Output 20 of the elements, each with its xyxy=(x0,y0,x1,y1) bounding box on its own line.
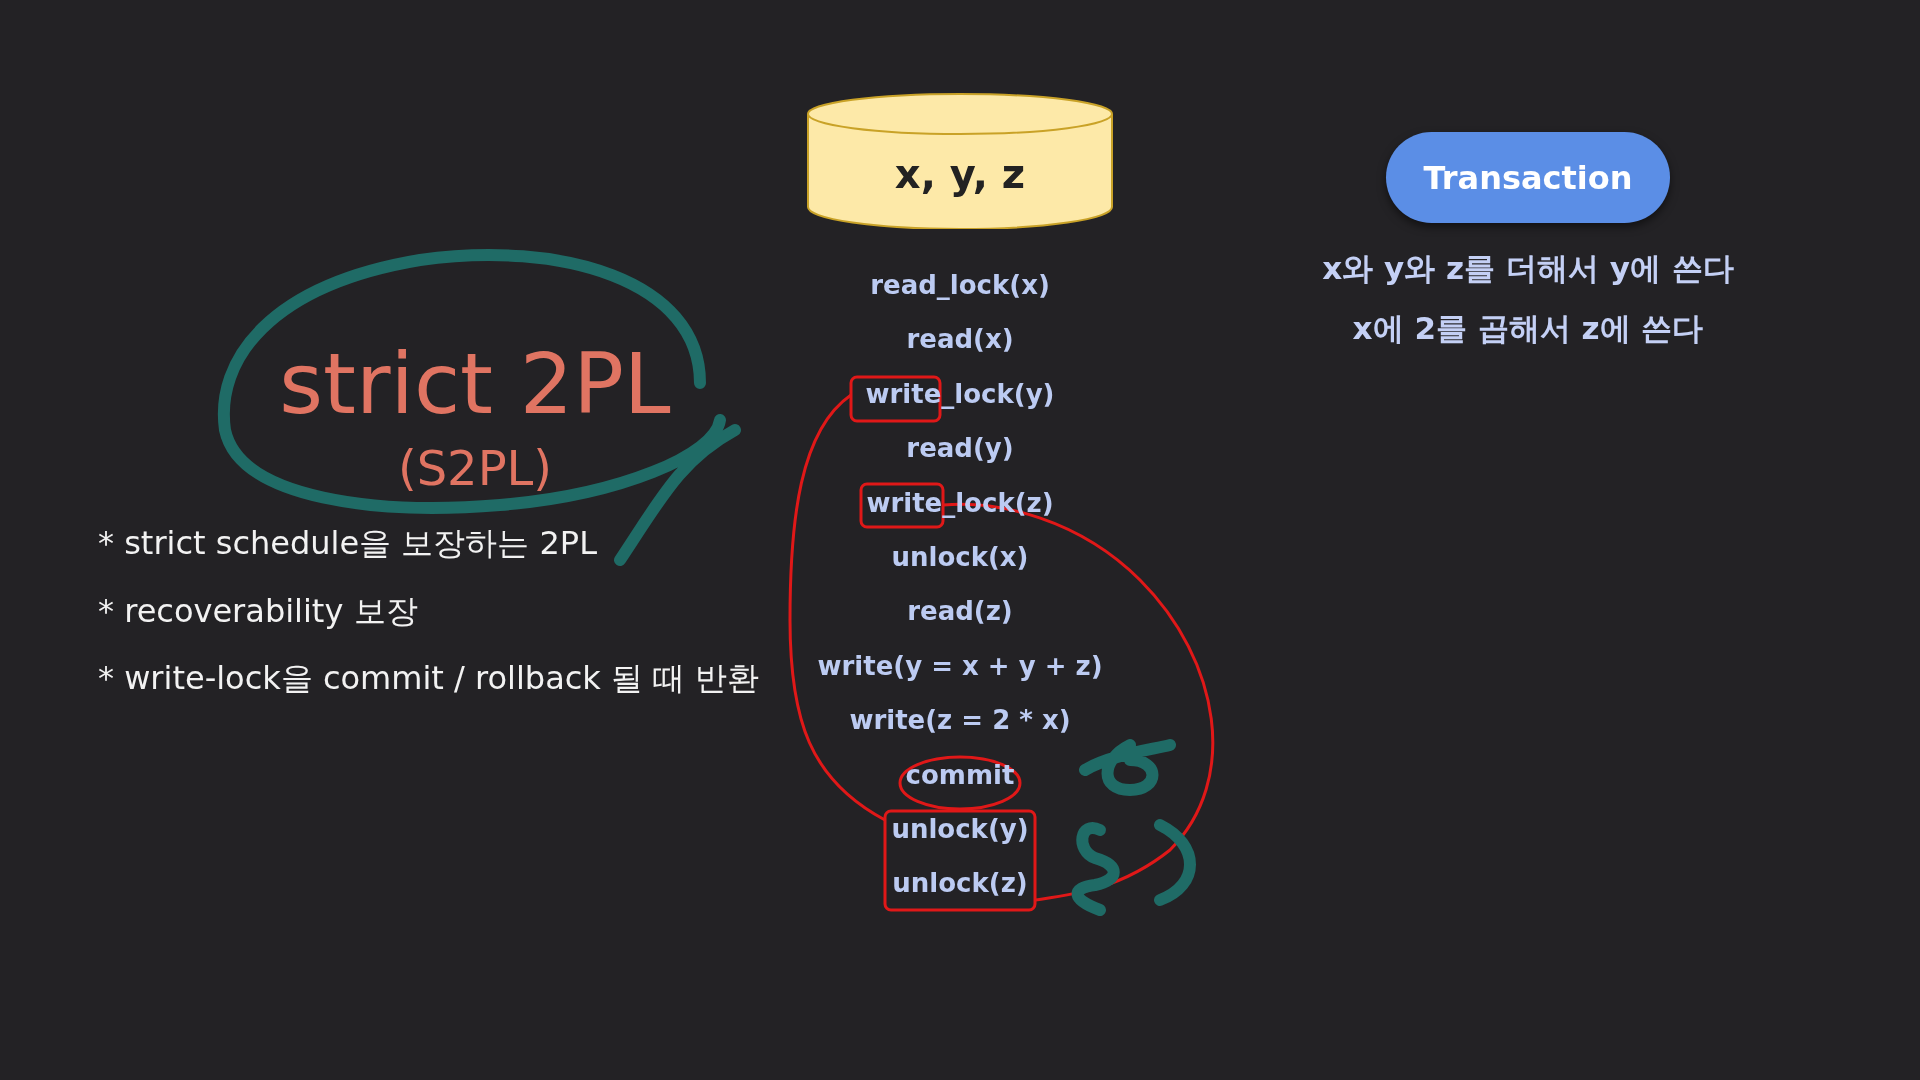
database-cylinder xyxy=(806,92,1114,229)
operation-text: unlock(z) xyxy=(891,868,1029,899)
bullet-text: * strict schedule을 보장하는 2PL xyxy=(98,523,597,564)
description-text: x와 y와 z를 더해서 y에 쓴다 xyxy=(1321,249,1735,288)
transaction-label: Transaction xyxy=(1422,158,1634,197)
operation-text: write(y = x + y + z) xyxy=(816,650,1104,681)
operation-text: unlock(x) xyxy=(890,542,1030,572)
variable-label: x, y, z xyxy=(893,151,1027,198)
title-text: strict 2PL xyxy=(278,335,672,433)
operation-text: write(z = 2 * x) xyxy=(848,705,1072,736)
bullet-text: * write-lock을 commit / rollback 될 때 반환 xyxy=(98,658,760,699)
subtitle-text: (S2PL) xyxy=(396,440,554,496)
description-text: x에 2를 곱해서 z에 쓴다 xyxy=(1351,309,1705,348)
operation-text: read(x) xyxy=(905,324,1015,355)
bullet-text: * recoverability 보장 xyxy=(98,591,418,632)
operation-text: unlock(y) xyxy=(890,814,1030,844)
operation-text: read(z) xyxy=(906,596,1014,627)
operation-text: read(y) xyxy=(905,433,1015,464)
operation-text: read_lock(x) xyxy=(869,270,1051,300)
operation-text: commit xyxy=(904,759,1016,790)
